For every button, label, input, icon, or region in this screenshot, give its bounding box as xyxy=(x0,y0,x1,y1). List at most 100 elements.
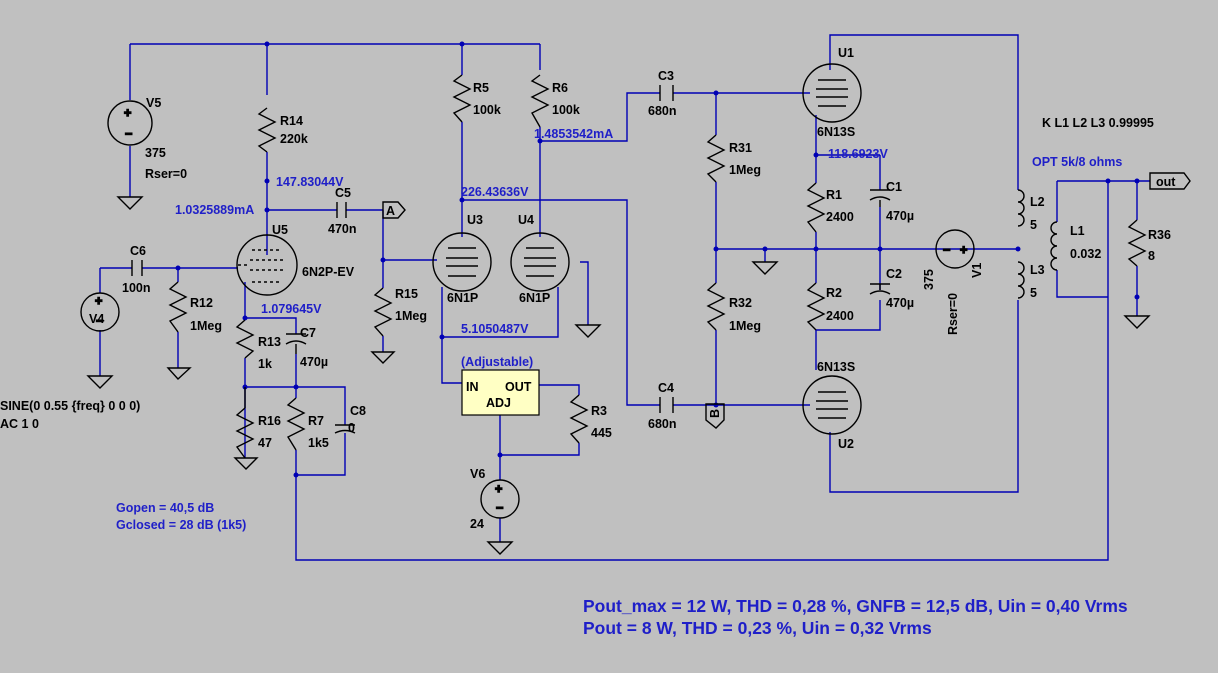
label-r12: R12 xyxy=(190,296,213,310)
type-u2: 6N13S xyxy=(817,360,855,374)
resistor-r32[interactable] xyxy=(706,282,726,331)
tube-u4[interactable] xyxy=(510,232,570,292)
resistor-r3[interactable] xyxy=(569,394,589,444)
capacitor-c5[interactable] xyxy=(336,202,347,218)
annotations: Gopen = 40,5 dB Gclosed = 28 dB (1k5) Po… xyxy=(116,501,1128,638)
label-v1: V1 xyxy=(970,263,984,278)
resistor-r2[interactable] xyxy=(806,282,826,331)
ground-symbols xyxy=(86,196,1151,555)
resistor-r31[interactable] xyxy=(706,134,726,183)
value-c4: 680n xyxy=(648,417,677,431)
reading-i-r6: 1.4853542mA xyxy=(534,127,613,141)
resistor-r36[interactable] xyxy=(1127,219,1147,267)
resistor-r14[interactable] xyxy=(257,107,277,153)
label-u5: U5 xyxy=(272,223,288,237)
resistor-r1[interactable] xyxy=(806,182,826,233)
label-r13: R13 xyxy=(258,335,281,349)
voltage-source-v5[interactable]: +− xyxy=(107,100,153,146)
inductor-l1[interactable] xyxy=(1050,221,1058,271)
label-c7: C7 xyxy=(300,326,316,340)
value-l2: 5 xyxy=(1030,218,1037,232)
net-flags xyxy=(382,172,1191,429)
tube-u2[interactable] xyxy=(802,375,862,435)
resistor-r6[interactable] xyxy=(530,74,550,128)
resistor-r16[interactable] xyxy=(235,407,255,459)
label-v6: V6 xyxy=(470,467,485,481)
value-r5: 100k xyxy=(473,103,501,117)
value-c5: 470n xyxy=(328,222,357,236)
inductor-l3[interactable] xyxy=(1017,261,1025,299)
label-v5: V5 xyxy=(146,96,161,110)
resistor-r5[interactable] xyxy=(452,74,472,123)
label-c2: C2 xyxy=(886,267,902,281)
value-v6: 24 xyxy=(470,517,484,531)
value-l1: 0.032 xyxy=(1070,247,1101,261)
label-r5: R5 xyxy=(473,81,489,95)
value-r32: 1Meg xyxy=(729,319,761,333)
wires xyxy=(99,34,1150,561)
tube-u5[interactable] xyxy=(236,234,298,296)
resistor-r15[interactable] xyxy=(373,287,393,337)
value-v1: 375 xyxy=(922,269,936,290)
net-label-a: A xyxy=(386,204,395,218)
type-u1: 6N13S xyxy=(817,125,855,139)
value-r7: 1k5 xyxy=(308,436,329,450)
result-line-1: Pout_max = 12 W, THD = 0,28 %, GNFB = 12… xyxy=(583,596,1128,616)
inductor-l2[interactable] xyxy=(1017,189,1025,227)
capacitor-c2[interactable] xyxy=(869,283,891,295)
voltage-source-v1[interactable]: −+ xyxy=(935,229,975,269)
tube-u1[interactable] xyxy=(802,63,862,123)
label-r3: R3 xyxy=(591,404,607,418)
directive-opt: OPT 5k/8 ohms xyxy=(1032,155,1122,169)
svg-text:−: − xyxy=(496,501,503,515)
svg-text:+: + xyxy=(495,482,502,496)
label-u4: U4 xyxy=(518,213,534,227)
label-r7: R7 xyxy=(308,414,324,428)
note-gclosed: Gclosed = 28 dB (1k5) xyxy=(116,518,246,532)
svg-text:−: − xyxy=(943,243,950,257)
regulator-title: (Adjustable) xyxy=(461,355,533,369)
label-c1: C1 xyxy=(886,180,902,194)
voltage-source-v4[interactable]: +− xyxy=(80,292,120,332)
label-r32: R32 xyxy=(729,296,752,310)
type-u5: 6N2P-EV xyxy=(302,265,355,279)
label-c8: C8 xyxy=(350,404,366,418)
value-r36: 8 xyxy=(1148,249,1155,263)
label-r6: R6 xyxy=(552,81,568,95)
value-r12: 1Meg xyxy=(190,319,222,333)
rser-v1: Rser=0 xyxy=(946,293,960,335)
reading-v-cathode-u1: 118.6923V xyxy=(828,147,888,161)
operating-point-readings: 147.83044V 1.0325889mA 1.079645V 1.48535… xyxy=(175,127,888,336)
capacitor-c7[interactable] xyxy=(285,333,307,354)
resistor-r7[interactable] xyxy=(286,397,306,451)
label-r14: R14 xyxy=(280,114,303,128)
label-c3: C3 xyxy=(658,69,674,83)
value-c3: 680n xyxy=(648,104,677,118)
tube-u3[interactable] xyxy=(432,232,492,292)
directive-coupling: K L1 L2 L3 0.99995 xyxy=(1042,116,1154,130)
svg-text:+: + xyxy=(124,106,131,120)
label-r36: R36 xyxy=(1148,228,1171,242)
capacitor-c1[interactable] xyxy=(869,189,891,207)
label-c5: C5 xyxy=(335,186,351,200)
type-u4: 6N1P xyxy=(519,291,550,305)
capacitor-c4[interactable] xyxy=(659,397,674,413)
value-r31: 1Meg xyxy=(729,163,761,177)
sine-v4: SINE(0 0.55 {freq} 0 0 0) xyxy=(0,399,140,413)
value-c8: 0 xyxy=(348,421,355,435)
resistor-r13[interactable] xyxy=(235,319,255,359)
capacitor-c6[interactable] xyxy=(131,260,143,276)
label-u2: U2 xyxy=(838,437,854,451)
regulator-in: IN xyxy=(466,380,479,394)
svg-text:−: − xyxy=(125,127,132,141)
label-r31: R31 xyxy=(729,141,752,155)
resistor-r12[interactable] xyxy=(168,281,188,333)
result-line-2: Pout = 8 W, THD = 0,23 %, Uin = 0,32 Vrm… xyxy=(583,618,932,638)
capacitor-c3[interactable] xyxy=(659,85,674,101)
value-c6: 100n xyxy=(122,281,151,295)
label-l3: L3 xyxy=(1030,263,1045,277)
capacitor-c8[interactable] xyxy=(334,424,356,434)
type-u3: 6N1P xyxy=(447,291,478,305)
regulator-box[interactable] xyxy=(461,369,540,416)
voltage-source-v6[interactable]: +− xyxy=(480,479,520,519)
